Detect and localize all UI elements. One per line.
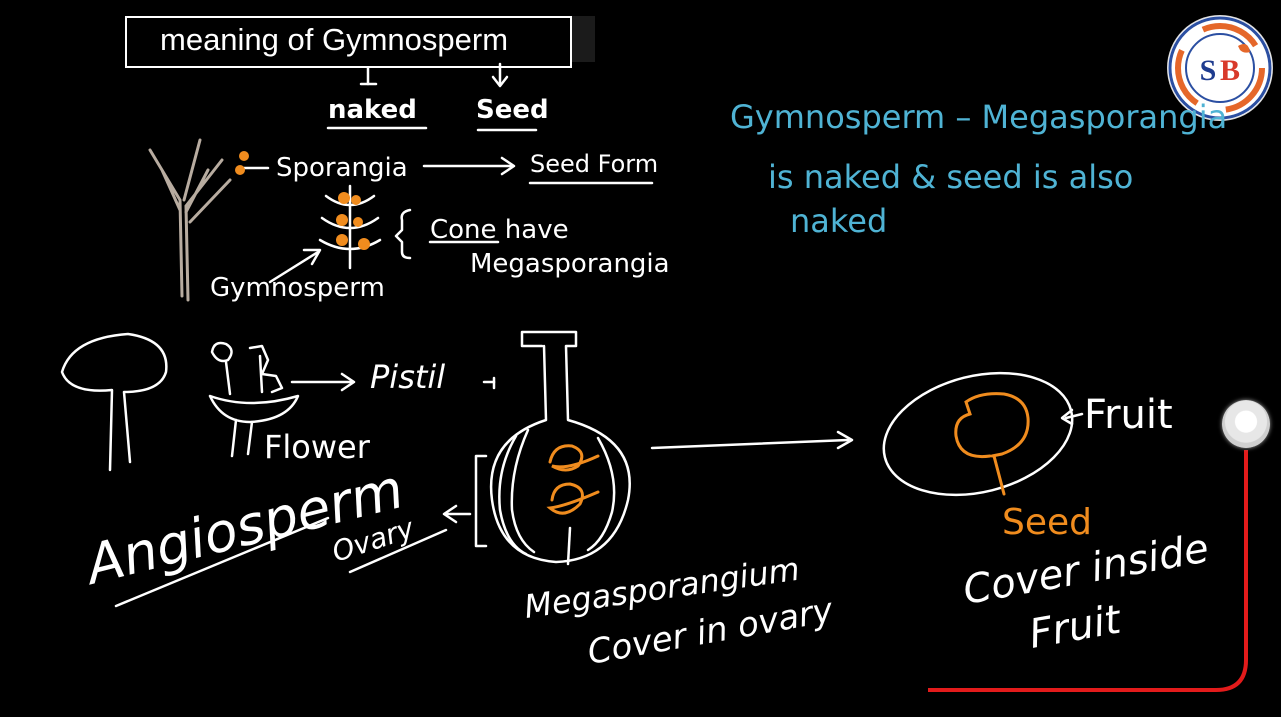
definition-line-3: naked [790,202,887,240]
pen-holder-knob [1222,400,1270,448]
note-seed: Seed [476,95,549,125]
cone-brace [396,210,410,258]
seed-drawing [956,394,1028,457]
note-seed-form: Seed Form [530,150,658,178]
arrow-fruit-label [1066,414,1082,418]
note-naked: naked [328,95,417,125]
note-fruit: Fruit [1084,392,1173,438]
note-flower: Flower [264,428,371,466]
fruit-outline [871,354,1085,513]
ovule-top [550,446,598,470]
definition-line-1: Gymnosperm – Megasporangia [730,98,1227,136]
ovary-bracket [476,456,486,546]
note-cone-have: Cone have [430,215,569,245]
note-sporangia: Sporangia [276,153,408,183]
sporangium-dot [239,151,249,161]
note-megasporangia: Megasporangia [470,249,670,279]
note-gymnosperm: Gymnosperm [210,273,385,303]
ovule-bottom [550,484,598,513]
note-fruit-bottom: Fruit [1026,596,1125,657]
note-pistil: Pistil [370,358,445,396]
definition-line-2: is naked & seed is also [768,158,1133,196]
angiosperm-tree [62,334,166,470]
note-seed-orange: Seed [1002,502,1092,543]
arrow-to-fruit [652,440,848,448]
flower-drawing [212,343,232,361]
